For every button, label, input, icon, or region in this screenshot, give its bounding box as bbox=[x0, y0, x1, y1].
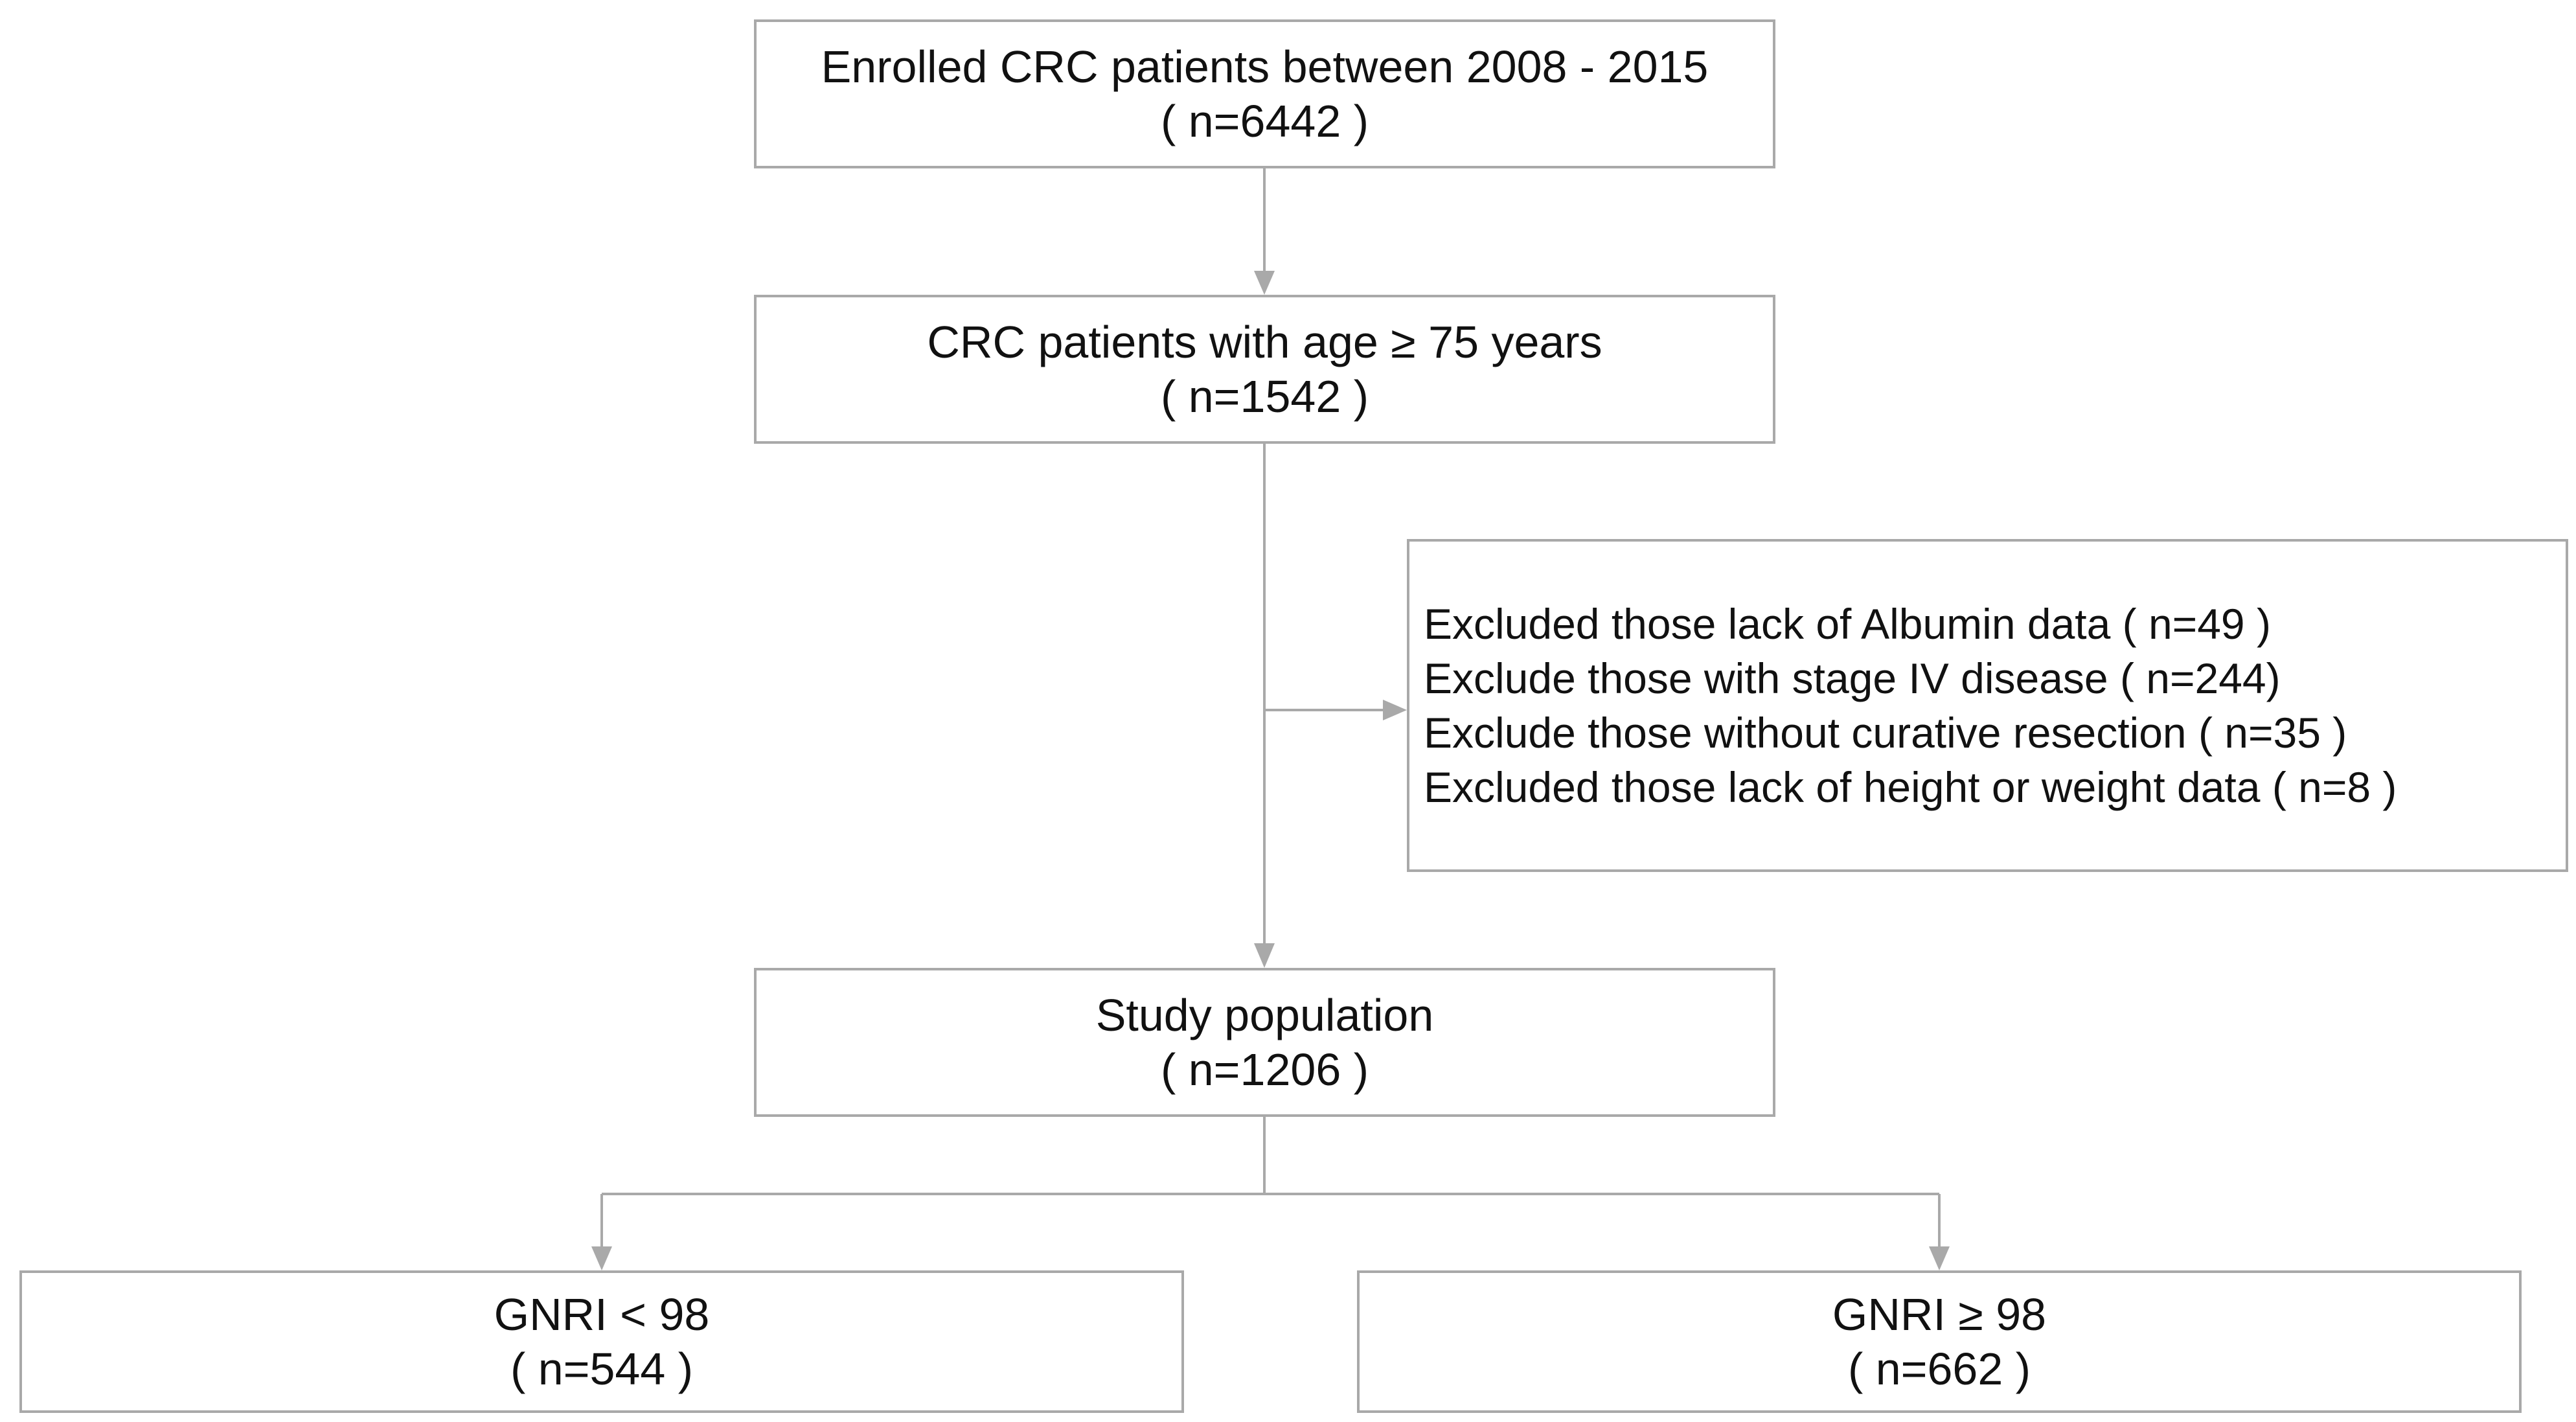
gnri-high-title: GNRI ≥ 98 bbox=[1832, 1289, 2047, 1340]
exclusion-box: Excluded those lack of Albumin data ( n=… bbox=[1407, 539, 2568, 872]
exclusion-item-curative-resection: Exclude those without curative resection… bbox=[1424, 709, 2347, 757]
arrowhead-to-gnri-low bbox=[591, 1246, 612, 1270]
arrowhead-to-gnri-high bbox=[1929, 1246, 1950, 1270]
enrolled-box: Enrolled CRC patients between 2008 - 201… bbox=[754, 19, 1775, 168]
exclusion-item-stage-iv: Exclude those with stage IV disease ( n=… bbox=[1424, 654, 2281, 702]
age-filter-count: ( n=1542 ) bbox=[1160, 371, 1369, 422]
enrolled-count: ( n=6442 ) bbox=[1160, 96, 1369, 146]
enrolled-title: Enrolled CRC patients between 2008 - 201… bbox=[821, 41, 1709, 92]
gnri-high-box: GNRI ≥ 98 ( n=662 ) bbox=[1357, 1270, 2522, 1413]
gnri-low-count: ( n=544 ) bbox=[510, 1344, 694, 1394]
arrowhead-to-exclusions bbox=[1383, 700, 1407, 720]
exclusion-item-height-weight: Excluded those lack of height or weight … bbox=[1424, 763, 2397, 811]
age-filter-title: CRC patients with age ≥ 75 years bbox=[927, 317, 1602, 367]
study-population-title: Study population bbox=[1095, 990, 1434, 1040]
exclusion-item-albumin: Excluded those lack of Albumin data ( n=… bbox=[1424, 600, 2271, 648]
arrowhead-to-age bbox=[1254, 271, 1275, 295]
age-filter-box: CRC patients with age ≥ 75 years ( n=154… bbox=[754, 295, 1775, 444]
study-population-count: ( n=1206 ) bbox=[1160, 1044, 1369, 1095]
study-population-box: Study population ( n=1206 ) bbox=[754, 968, 1775, 1117]
gnri-low-box: GNRI < 98 ( n=544 ) bbox=[19, 1270, 1184, 1413]
gnri-low-title: GNRI < 98 bbox=[494, 1289, 710, 1340]
arrowhead-to-study bbox=[1254, 943, 1275, 968]
gnri-high-count: ( n=662 ) bbox=[1847, 1344, 2031, 1394]
